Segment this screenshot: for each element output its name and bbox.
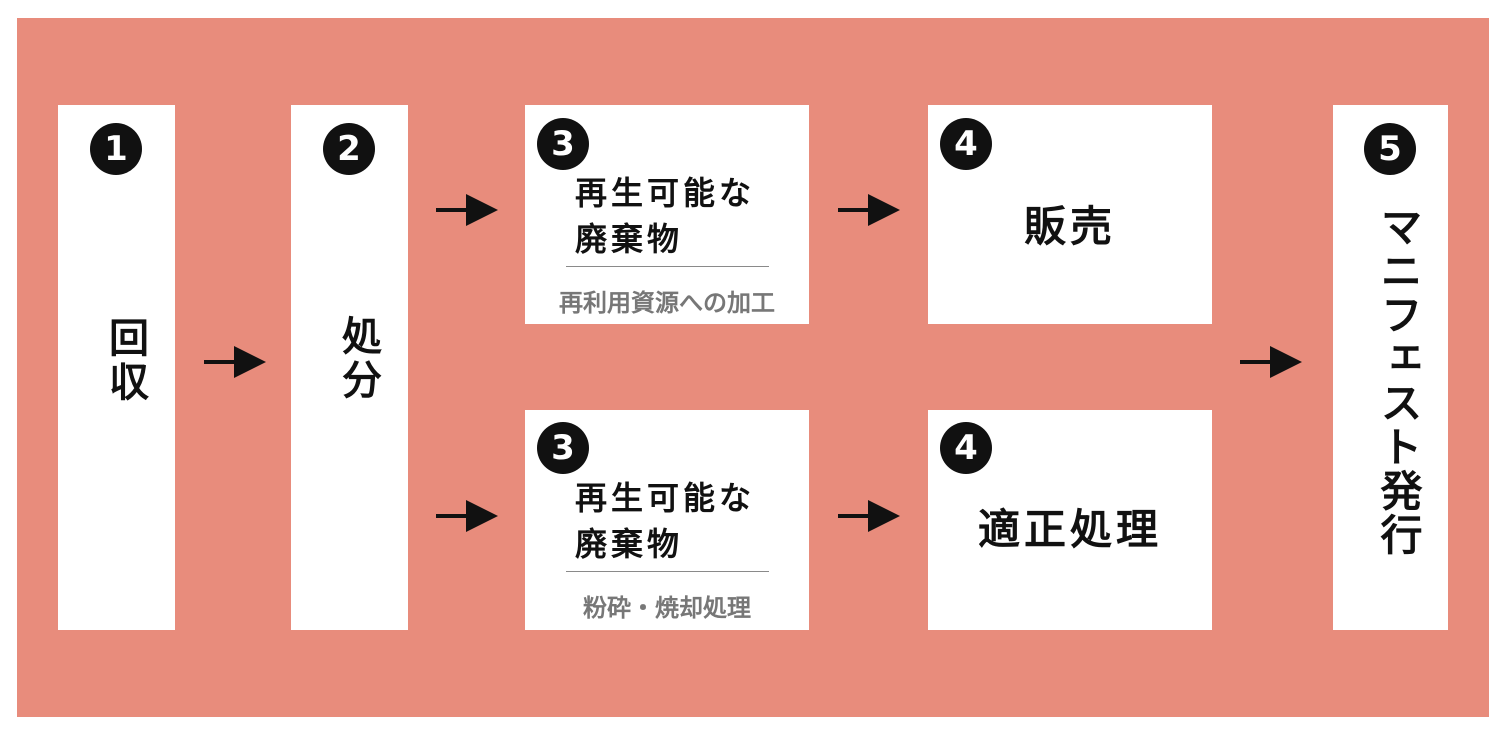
step-manifest-label: マニフェスト発行 xyxy=(1374,205,1423,557)
arrow-right-icon xyxy=(838,500,900,532)
arrow-right-icon xyxy=(204,346,266,378)
arrow-right-icon xyxy=(838,194,900,226)
renewable-bottom-title-line2: 廃棄物 xyxy=(575,525,684,563)
step-number-badge: 4 xyxy=(940,118,992,170)
step-renewable-top-box: 3 再生可能な 廃棄物 再利用資源への加工 xyxy=(525,105,809,324)
step-manifest-box: 5 マニフェスト発行 xyxy=(1333,105,1448,630)
step-sale-label: 販売 xyxy=(1023,202,1116,251)
step-collect-box: 1 回収 xyxy=(58,105,175,630)
step-proper-box: 4 適正処理 xyxy=(928,410,1212,630)
renewable-bottom-divider xyxy=(566,571,769,572)
step-number-badge: 1 xyxy=(90,123,142,175)
step-sale-box: 4 販売 xyxy=(928,105,1212,324)
step-number-badge: 3 xyxy=(537,118,589,170)
step-number-badge: 4 xyxy=(940,422,992,474)
step-number-badge: 3 xyxy=(537,422,589,474)
step-proper-label: 適正処理 xyxy=(977,505,1162,554)
step-number-badge: 5 xyxy=(1364,123,1416,175)
renewable-top-title-line2: 廃棄物 xyxy=(575,220,684,258)
arrow-right-icon xyxy=(1240,346,1302,378)
step-collect-label: 回収 xyxy=(102,317,148,405)
step-number-badge: 2 xyxy=(323,123,375,175)
step-dispose-label: 処分 xyxy=(335,315,381,403)
renewable-top-subtitle: 再利用資源への加工 xyxy=(559,289,775,317)
renewable-top-title-line1: 再生可能な xyxy=(575,174,756,212)
step-dispose-box: 2 処分 xyxy=(291,105,408,630)
renewable-bottom-subtitle: 粉砕・焼却処理 xyxy=(583,594,751,622)
arrow-right-icon xyxy=(436,194,498,226)
renewable-bottom-title-line1: 再生可能な xyxy=(575,479,756,517)
renewable-top-divider xyxy=(566,266,769,267)
arrow-right-icon xyxy=(436,500,498,532)
step-renewable-bottom-box: 3 再生可能な 廃棄物 粉砕・焼却処理 xyxy=(525,410,809,630)
